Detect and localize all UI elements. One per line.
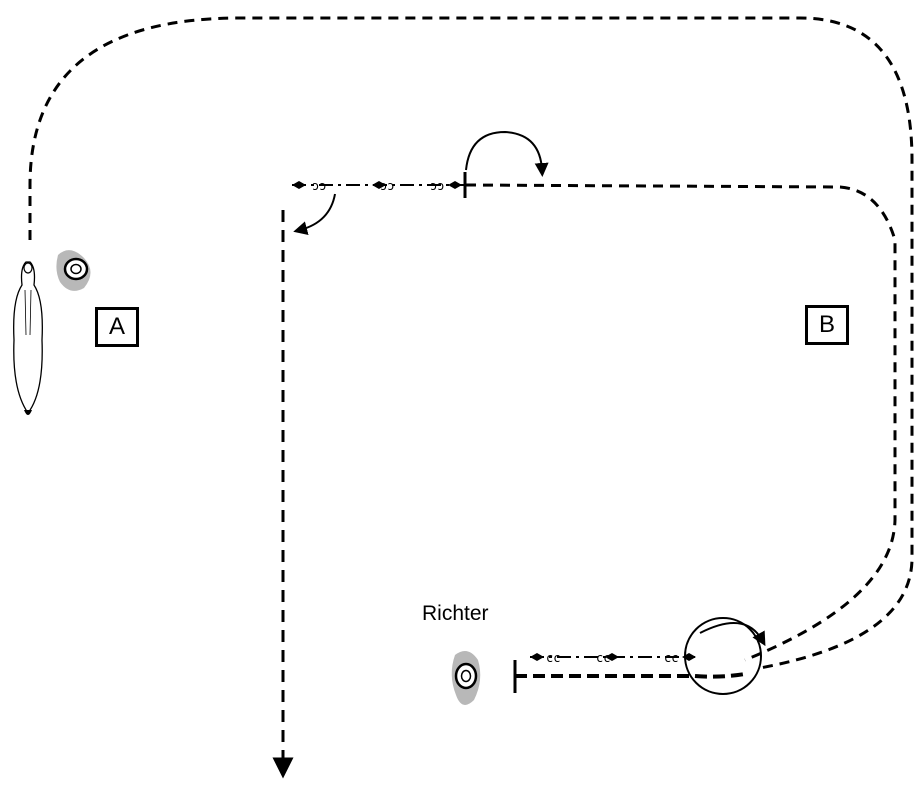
position-a-label: A — [95, 307, 139, 347]
inner-route-path — [465, 183, 897, 662]
top-loop-arrow — [465, 130, 549, 177]
bottom-circle-loop — [684, 617, 766, 695]
horse-icon — [13, 261, 43, 415]
bottom-base-path — [515, 672, 746, 679]
bottom-exercise-line: cc cc cc — [530, 651, 696, 665]
judge-icon — [451, 651, 481, 705]
top-exercise-line: ɔɔ ɔɔ ɔɔ — [292, 172, 467, 198]
svg-text:cc: cc — [546, 651, 560, 665]
top-turn-arrow — [293, 193, 336, 235]
position-b-label: B — [805, 305, 849, 345]
svg-text:ɔɔ: ɔɔ — [312, 179, 326, 193]
svg-text:ɔɔ: ɔɔ — [430, 179, 444, 193]
svg-text:ɔɔ: ɔɔ — [380, 179, 394, 193]
svg-text:cc: cc — [664, 651, 678, 665]
judge-label: Richter — [422, 602, 489, 625]
outer-route-path — [28, 16, 914, 670]
svg-text:cc: cc — [596, 651, 610, 665]
handler-icon — [56, 250, 91, 291]
